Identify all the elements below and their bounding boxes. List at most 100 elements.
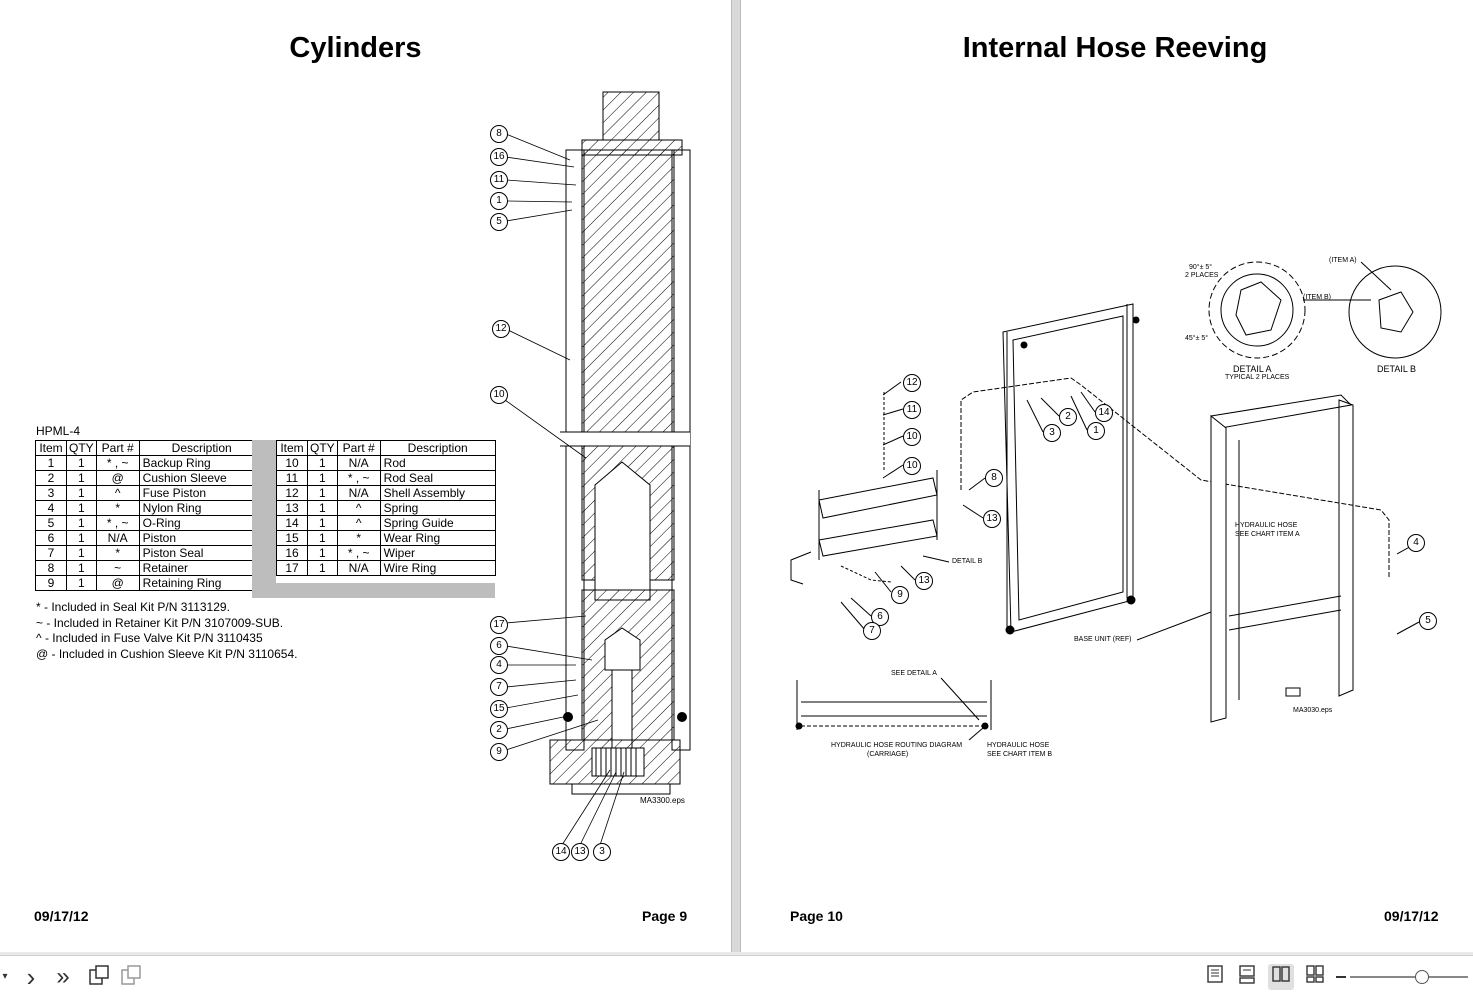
callout-bubble: 2 <box>1059 408 1077 426</box>
hydraulic-hose-a-label: HYDRAULIC HOSE <box>1235 522 1298 529</box>
callout-bubble: 9 <box>891 586 909 604</box>
cell-desc: Wire Ring <box>379 560 496 576</box>
callout-bubble: 3 <box>593 843 611 861</box>
callout-bubble: 1 <box>1087 422 1105 440</box>
callout-bubble: 14 <box>552 843 570 861</box>
callout-bubble: 1 <box>490 192 508 210</box>
typical-2-places-label: TYPICAL 2 PLACES <box>1225 374 1290 381</box>
right-page: Internal Hose Reeving <box>741 0 1473 952</box>
callout-bubble: 12 <box>492 320 510 338</box>
callout-bubble: 5 <box>490 213 508 231</box>
callout-bubble: 11 <box>903 401 921 419</box>
footer-date: 09/17/12 <box>34 908 89 924</box>
callout-bubble: 12 <box>903 374 921 392</box>
detail-b-ref-label: DETAIL B <box>952 558 983 565</box>
table-divider <box>252 440 276 598</box>
hose-reeving-drawing <box>790 261 1442 741</box>
continuous-view-icon[interactable] <box>1234 964 1260 990</box>
next-page-button[interactable]: › <box>26 962 36 992</box>
see-detail-a-label: SEE DETAIL A <box>891 670 937 677</box>
zoom-slider[interactable] <box>1350 970 1468 984</box>
callout-bubble: 5 <box>1419 612 1437 630</box>
two-page-view-icon[interactable] <box>1268 964 1294 990</box>
item-b-label: (ITEM B) <box>1303 294 1331 301</box>
callout-bubble: 15 <box>490 700 508 718</box>
last-page-button[interactable]: » <box>56 963 70 990</box>
callout-bubble: 13 <box>983 510 1001 528</box>
detail-b-caption: DETAIL B <box>1377 364 1417 374</box>
cell-desc: Piston Seal <box>138 545 265 561</box>
export-page-icon[interactable] <box>118 964 144 990</box>
cell-item: 9 <box>35 575 67 591</box>
detail-a-label: DETAIL A <box>1233 364 1272 374</box>
col-item: Item <box>276 440 308 456</box>
callout-bubble: 13 <box>571 843 589 861</box>
dropdown-icon[interactable]: ▾ <box>2 971 8 982</box>
col-qty: QTY <box>307 440 338 456</box>
cell-item: 17 <box>276 560 308 576</box>
item-a-label: (ITEM A) <box>1329 257 1357 264</box>
routing-diagram-label: HYDRAULIC HOSE ROUTING DIAGRAM <box>831 742 963 749</box>
kit-label: HPML-4 <box>36 424 81 438</box>
zoom-slider-thumb[interactable] <box>1414 970 1429 984</box>
page-title: Cylinders <box>289 32 422 64</box>
callout-bubble: 3 <box>1043 424 1061 442</box>
callout-bubble: 16 <box>490 148 508 166</box>
cell-qty: 1 <box>66 575 97 591</box>
callout-bubble: 8 <box>490 125 508 143</box>
copy-page-icon[interactable] <box>86 964 112 990</box>
page-gutter <box>731 0 741 952</box>
callout-bubble: 11 <box>490 171 508 189</box>
kit-notes: * - Included in Seal Kit P/N 3113129. ~ … <box>36 600 297 662</box>
angle-90-label: 90°± 5° <box>1189 264 1213 271</box>
hydraulic-hose-b-label: HYDRAULIC HOSE <box>987 742 1050 749</box>
callout-bubble: 13 <box>915 572 933 590</box>
note: * - Included in Seal Kit P/N 3113129. <box>36 600 230 614</box>
cell-desc: Nylon Ring <box>138 500 265 516</box>
footer-page-number: Page 10 <box>790 908 843 924</box>
note: ~ - Included in Retainer Kit P/N 3107009… <box>36 615 284 630</box>
hydraulic-hose-b-chart: SEE CHART ITEM B <box>987 751 1053 758</box>
callout-bubble: 4 <box>1407 534 1425 552</box>
single-page-view-icon[interactable] <box>1202 964 1228 990</box>
two-page-continuous-icon[interactable] <box>1302 964 1328 990</box>
left-page: Cylinders HPML-4 Item QTY Part # Descrip… <box>0 0 731 952</box>
hydraulic-hose-a-chart: SEE CHART ITEM A <box>1235 531 1300 538</box>
cell-part: * , ~ <box>336 545 381 561</box>
callout-bubble: 6 <box>871 608 889 626</box>
cell-desc: Backup Ring <box>138 455 265 471</box>
cell-desc: Shell Assembly <box>379 485 496 501</box>
callout-bubble: 2 <box>490 721 508 739</box>
two-places-label: 2 PLACES <box>1185 272 1219 279</box>
callout-bubble: 10 <box>490 386 508 404</box>
note: @ - Included in Cushion Sleeve Kit P/N 3… <box>36 646 298 661</box>
zoom-out-icon[interactable] <box>1336 976 1346 978</box>
base-unit-label: BASE UNIT (REF) <box>1074 636 1132 643</box>
angle-45-label: 45°± 5° <box>1185 335 1209 342</box>
routing-diagram-sub: (CARRIAGE) <box>867 751 909 758</box>
cell-item: 13 <box>276 500 308 516</box>
callout-bubble: 10 <box>903 428 921 446</box>
callout-bubble: 17 <box>490 616 508 634</box>
callout-bubble: 4 <box>490 656 508 674</box>
footer-date: 09/17/12 <box>1384 908 1439 924</box>
footer-page-number: Page 9 <box>642 908 688 924</box>
drawing-reference: MA3300.eps <box>640 796 685 805</box>
callout-bubble: 7 <box>490 678 508 696</box>
callout-bubble: 8 <box>985 469 1003 487</box>
cell-part: N/A <box>336 560 381 576</box>
page-title: Internal Hose Reeving <box>962 32 1268 64</box>
callout-bubble: 10 <box>903 457 921 475</box>
